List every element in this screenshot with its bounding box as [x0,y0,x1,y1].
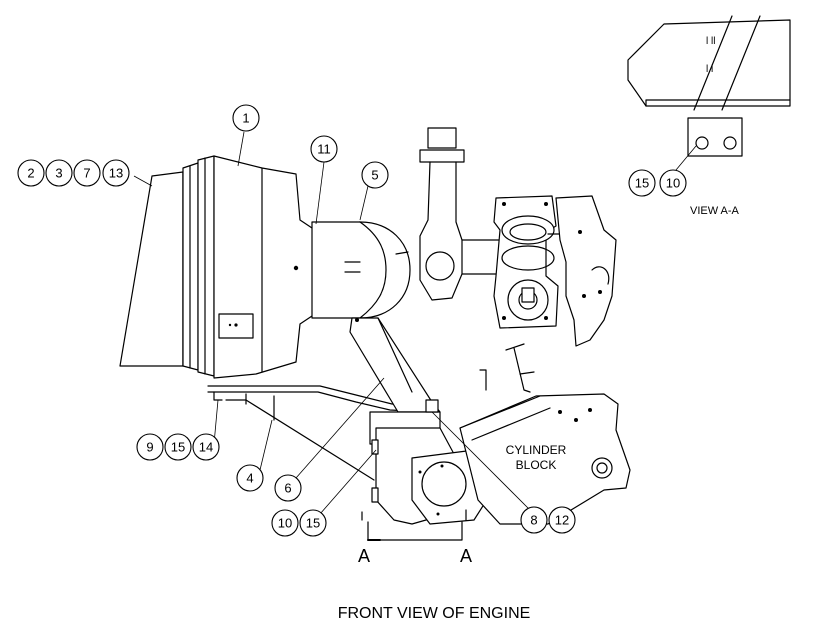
mounting-bracket [349,317,441,445]
timing-cover [555,195,617,347]
callout-13: 13 [102,159,130,187]
section-letter-left: A [358,546,370,566]
callout-15-a: 15 [164,433,192,461]
callout-9: 9 [136,433,164,461]
callout-15-c: 15 [628,169,656,197]
callout-7: 7 [73,159,101,187]
callout-5: 5 [361,161,389,189]
callout-6: 6 [274,474,302,502]
svg-text:9: 9 [146,440,153,455]
inlet-duct [119,171,184,367]
svg-text:l ll: l ll [706,36,715,47]
svg-text:10: 10 [666,176,680,191]
callout-10-b: 10 [659,169,687,197]
svg-text:8: 8 [530,513,537,528]
svg-text:12: 12 [555,513,569,528]
leader-lines [133,131,697,515]
svg-text:1: 1 [242,111,249,126]
callout-14: 14 [192,433,220,461]
callout-8: 8 [520,506,548,534]
section-letter-right: A [460,546,472,566]
callout-4: 4 [236,464,264,492]
callouts: 1 2 3 7 13 11 5 9 15 14 4 6 10 15 8 12 1… [17,104,687,537]
diagram-title: FRONT VIEW OF ENGINE [338,605,531,622]
svg-text:l l: l l [706,64,713,75]
svg-text:14: 14 [199,440,213,455]
callout-2: 2 [17,159,45,187]
svg-text:13: 13 [109,166,123,181]
exhaust-pipe [419,127,501,301]
callout-11: 11 [310,135,338,163]
svg-text:10: 10 [278,516,292,531]
air-cleaner-housing [182,155,361,379]
cylinder-block [459,393,631,525]
svg-text:4: 4 [246,471,253,486]
cylinder-label: CYLINDER [506,443,567,457]
svg-text:5: 5 [371,168,378,183]
svg-text:15: 15 [171,440,185,455]
view-a-a-label: VIEW A-A [690,205,740,217]
outlet-elbow [311,221,411,319]
svg-text:2: 2 [27,166,34,181]
view-a-a-inset: l ll l l [627,15,791,157]
svg-text:7: 7 [83,166,90,181]
svg-text:15: 15 [306,516,320,531]
svg-text:6: 6 [284,481,291,496]
callout-10-a: 10 [271,509,299,537]
cylinder-head [493,195,597,329]
block-label: BLOCK [516,458,557,472]
section-line-a-a [361,509,467,541]
callout-12: 12 [548,506,576,534]
callout-15-b: 15 [299,509,327,537]
callout-3: 3 [45,159,73,187]
svg-text:11: 11 [317,142,331,157]
callout-1: 1 [232,104,260,132]
svg-text:3: 3 [55,166,62,181]
svg-text:15: 15 [635,176,649,191]
link-rod [479,343,535,393]
